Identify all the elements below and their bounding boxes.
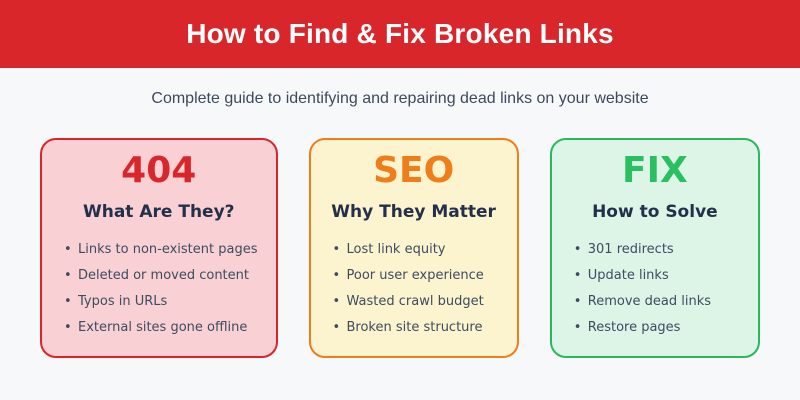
bullet-item: External sites gone offline: [64, 320, 258, 335]
bullet-item: Lost link equity: [333, 242, 499, 257]
bullet-item: Remove dead links: [574, 294, 740, 309]
bullet-item: Poor user experience: [333, 268, 499, 283]
card-seo-heading: Why They Matter: [331, 201, 496, 222]
card-404-heading: What Are They?: [82, 201, 235, 222]
cards-row: 404 What Are They? Links to non-existent…: [0, 138, 800, 358]
card-404-list: Links to non-existent pages Deleted or m…: [60, 242, 258, 335]
card-fix: FIX How to Solve 301 redirects Update li…: [549, 138, 760, 358]
page-title: How to Find & Fix Broken Links: [186, 18, 614, 49]
card-fix-heading: How to Solve: [592, 201, 718, 222]
bullet-item: 301 redirects: [574, 242, 740, 257]
header-banner: How to Find & Fix Broken Links: [0, 0, 800, 68]
bullet-item: Deleted or moved content: [64, 268, 258, 283]
page-subtitle: Complete guide to identifying and repair…: [151, 90, 649, 107]
card-404: 404 What Are They? Links to non-existent…: [40, 138, 278, 358]
bullet-item: Wasted crawl budget: [333, 294, 499, 309]
card-seo-code: SEO: [373, 150, 455, 191]
bullet-item: Update links: [574, 268, 740, 283]
bullet-item: Restore pages: [574, 320, 740, 335]
card-seo-list: Lost link equity Poor user experience Wa…: [329, 242, 499, 335]
card-fix-code: FIX: [622, 150, 688, 191]
bullet-item: Links to non-existent pages: [64, 242, 258, 257]
card-404-code: 404: [121, 150, 197, 191]
card-seo: SEO Why They Matter Lost link equity Poo…: [308, 138, 519, 358]
card-fix-list: 301 redirects Update links Remove dead l…: [570, 242, 740, 335]
bullet-item: Broken site structure: [333, 320, 499, 335]
bullet-item: Typos in URLs: [64, 294, 258, 309]
